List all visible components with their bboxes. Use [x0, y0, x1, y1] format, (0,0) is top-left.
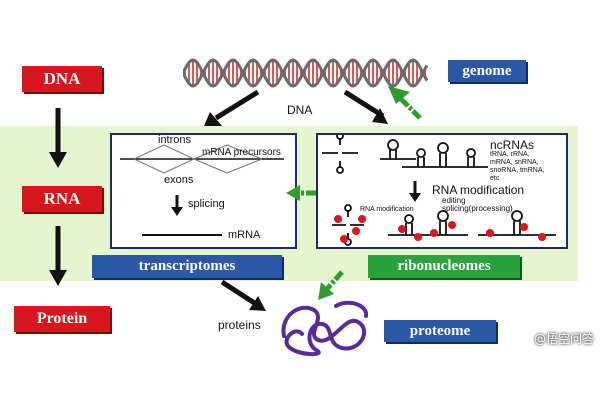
ncrna-structures — [322, 135, 556, 246]
pre-mrna-diagram — [120, 144, 284, 236]
transcriptomes-label: transcriptomes — [92, 255, 282, 278]
rna-modification-text: RNA modification — [432, 183, 525, 197]
watermark-text: @悟空问答 — [533, 332, 594, 346]
ncrna-to-transcript-arrow — [286, 185, 316, 201]
rna-label: RNA — [22, 186, 102, 212]
genome-label: genome — [448, 60, 526, 82]
splicing-text: splicing — [188, 198, 225, 210]
ncrna-list-item: snoRNA, tmRNA, — [490, 167, 545, 174]
rna-to-protein-arrow — [49, 226, 67, 286]
dna-to-rna-arrow — [49, 108, 67, 168]
ribonucleome-to-protein-arrow — [318, 270, 344, 300]
ncrnas-title: ncRNAs — [490, 138, 535, 152]
editing-text: editing — [442, 196, 466, 205]
proteins-text: proteins — [218, 318, 261, 332]
ncrna-to-genome-arrow — [388, 86, 422, 120]
dna-helix-image — [183, 58, 428, 88]
introns-text: introns — [158, 134, 192, 146]
ncrna-list-item: etc — [490, 175, 500, 182]
ncrna-list-item: mRNA, snRNA, — [490, 159, 539, 166]
mrna-precursors-text: mRNA precursors — [202, 147, 281, 158]
protein-label: Protein — [14, 306, 110, 332]
transcriptome-to-protein-arrow — [220, 279, 266, 311]
dna-to-transcript-arrow — [204, 89, 260, 126]
protein-coil-image — [281, 300, 369, 357]
splicing-processing-text: splicing(processing) — [442, 204, 513, 213]
dna-label: DNA — [22, 66, 102, 92]
dna-text: DNA — [287, 103, 313, 117]
ncrna-list-item: tRNA, rRNA, — [490, 151, 530, 158]
rna-modification-small-text: RNA modification — [360, 206, 414, 213]
transcript-panel — [110, 133, 297, 249]
dna-to-ncrna-arrow — [343, 89, 388, 124]
splicing-arrow — [171, 195, 183, 216]
exons-text: exons — [164, 174, 194, 186]
mrna-text: mRNA — [228, 229, 261, 241]
ribonucleomes-label: ribonucleomes — [368, 255, 520, 278]
proteome-label: proteome — [384, 320, 496, 342]
